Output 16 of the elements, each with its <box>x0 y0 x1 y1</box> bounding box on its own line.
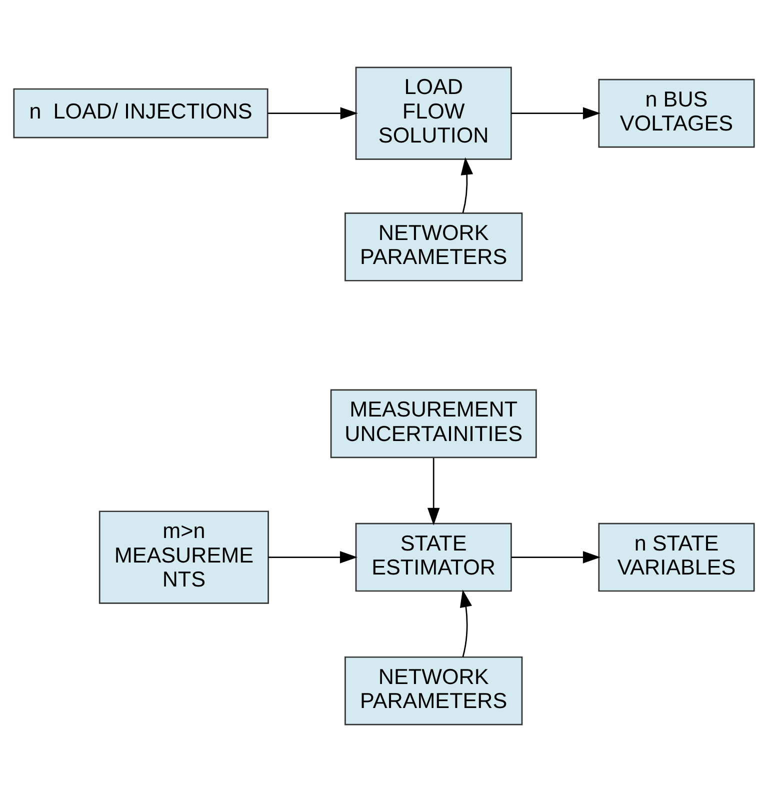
node-box: MEASUREMENT UNCERTAINITIES <box>330 389 537 458</box>
arrow <box>427 458 440 526</box>
arrow <box>511 551 600 564</box>
node-box: NETWORK PARAMETERS <box>344 656 523 726</box>
node-box: LOAD FLOW SOLUTION <box>355 66 512 160</box>
arrow <box>460 590 472 658</box>
node-box: n LOAD/ INJECTIONS <box>13 88 268 138</box>
arrow <box>460 157 474 214</box>
node-box: STATE ESTIMATOR <box>355 522 512 592</box>
node-box: NETWORK PARAMETERS <box>344 212 523 282</box>
node-box: m>n MEASUREME NTS <box>98 510 269 604</box>
arrow <box>268 551 358 564</box>
arrow <box>268 107 358 120</box>
node-box: n STATE VARIABLES <box>598 522 755 592</box>
arrow <box>511 107 600 120</box>
node-box: n BUS VOLTAGES <box>598 78 755 148</box>
